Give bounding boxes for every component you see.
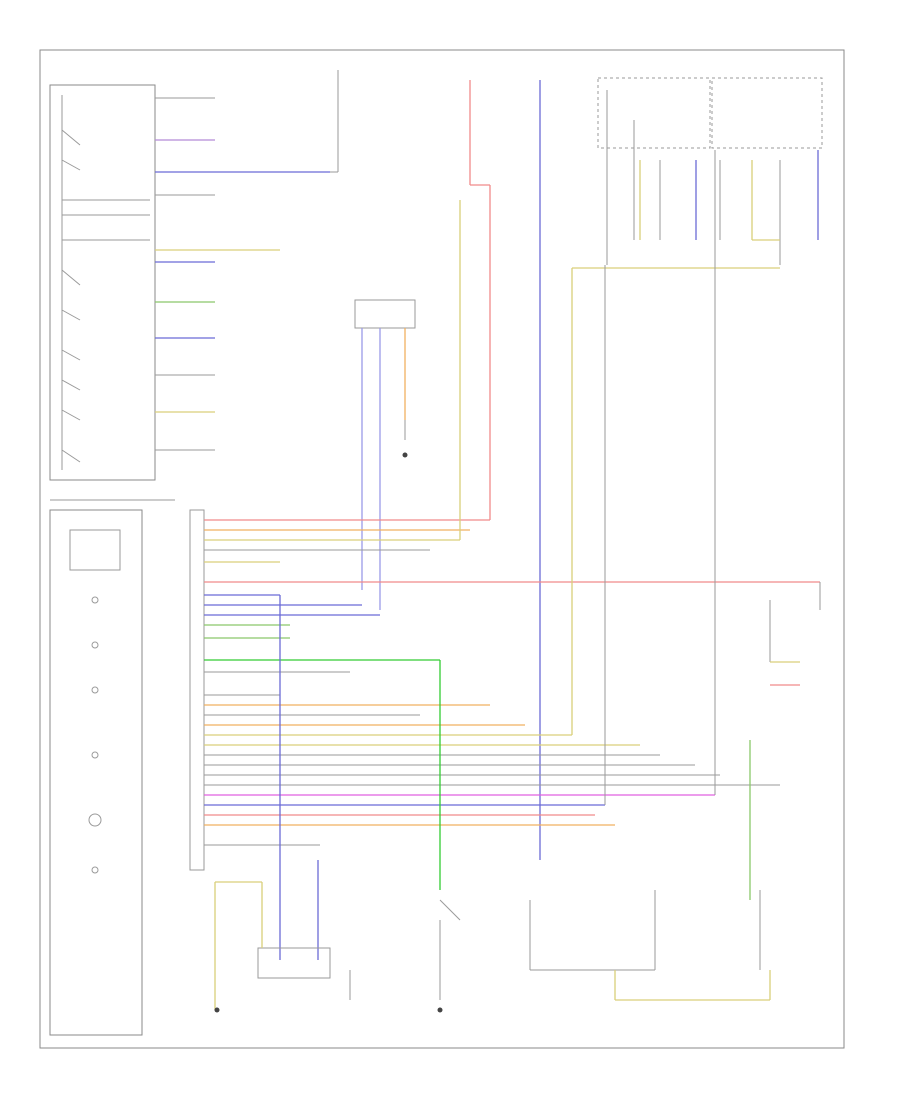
fuse-feeds [330, 70, 541, 860]
right-sensor [769, 582, 821, 686]
risers [279, 150, 751, 960]
bottom-switches [214, 881, 771, 1010]
ground-symbols [214, 452, 443, 1013]
door-switch-group [572, 77, 823, 269]
instrument-cluster [49, 509, 143, 1036]
control-unit [354, 299, 416, 610]
diagram-frame [39, 49, 845, 1049]
switch-block [49, 84, 175, 501]
switch-output-wires [155, 97, 330, 451]
harness-connector [189, 509, 820, 871]
